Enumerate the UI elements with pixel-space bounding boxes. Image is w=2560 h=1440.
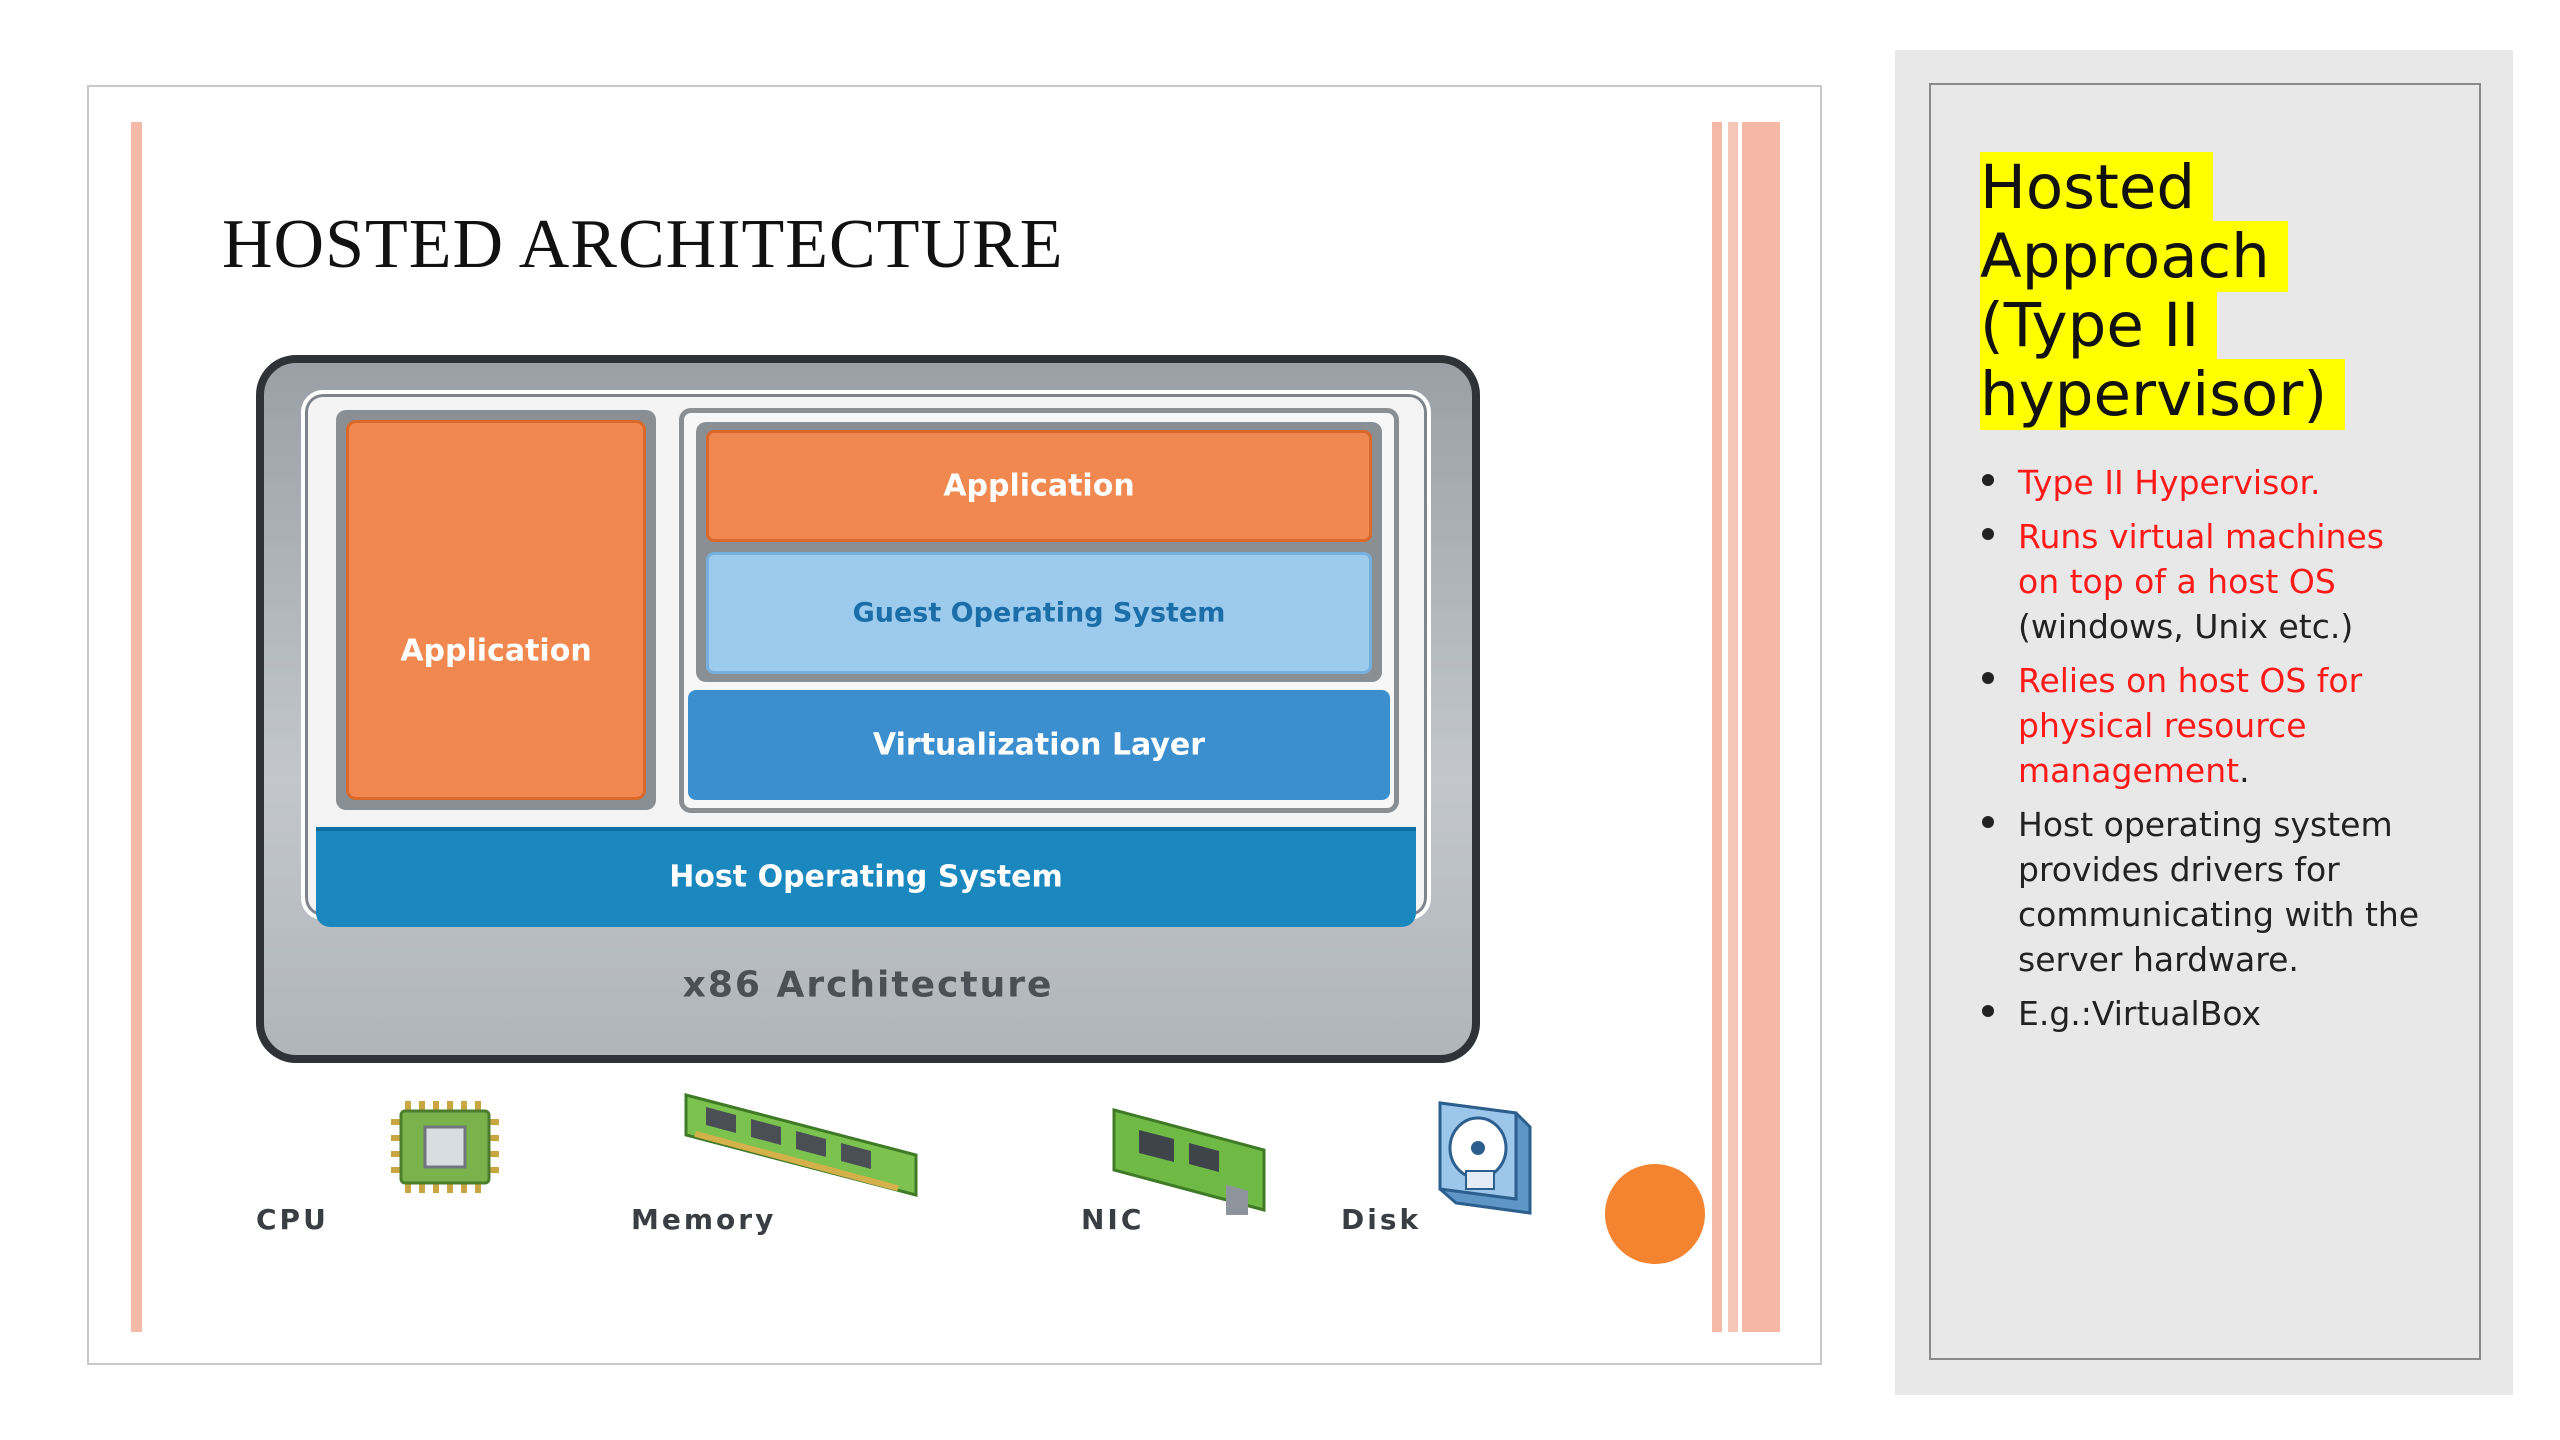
bullet-item: Host operating system provides drivers f… <box>1980 802 2420 982</box>
native-application-label: Application <box>400 633 592 669</box>
bullet-item: E.g.:VirtualBox <box>1980 991 2420 1036</box>
bullet-text-red: Runs virtual machines on top of a host O… <box>2018 517 2384 601</box>
host-os-block <box>316 827 1416 927</box>
guest-os-block <box>706 552 1372 674</box>
guest-application-label: Application <box>943 468 1135 504</box>
accent-circle <box>1605 1164 1705 1264</box>
bullet-text: (windows, Unix etc.) <box>2018 607 2354 646</box>
native-application-block <box>346 420 646 800</box>
right-accent-stripe <box>1728 122 1738 1332</box>
left-accent-stripe <box>131 122 142 1332</box>
heading-line: Approach <box>1980 221 2288 292</box>
right-accent-stripe <box>1742 122 1780 1332</box>
bullet-text: Host operating system provides drivers f… <box>2018 805 2420 979</box>
memory-icon <box>684 1093 918 1197</box>
heading-line: (Type II <box>1980 290 2218 361</box>
hosted-architecture-diagram: Application Application Guest Operating … <box>256 355 1532 1236</box>
slide-title: HOSTED ARCHITECTURE <box>222 206 1064 283</box>
bullet-text-red: Relies on host OS for physical resource … <box>2018 661 2363 790</box>
cpu-label: CPU <box>256 1203 329 1236</box>
nic-label: NIC <box>1081 1203 1145 1236</box>
disk-label: Disk <box>1341 1203 1422 1236</box>
bullet-text-red: Type II Hypervisor. <box>2018 463 2321 502</box>
notes-border <box>1929 83 2481 1360</box>
memory-label: Memory <box>631 1203 777 1236</box>
right-accent-stripe <box>1712 122 1722 1332</box>
bullet-item: Type II Hypervisor. <box>1980 460 2420 505</box>
bullet-text: E.g.:VirtualBox <box>2018 994 2262 1033</box>
guest-application-block <box>706 430 1372 542</box>
bullet-item: Relies on host OS for physical resource … <box>1980 658 2420 793</box>
slide-panel: HOSTED ARCHITECTURE Application Applicat… <box>87 85 1822 1365</box>
heading-line: Hosted <box>1980 152 2214 223</box>
nic-icon <box>1112 1108 1266 1215</box>
cpu-icon <box>391 1101 499 1193</box>
notes-bullet-list: Type II Hypervisor. Runs virtual machine… <box>1980 460 2420 1045</box>
bullet-text: . <box>2239 751 2250 790</box>
bullet-item: Runs virtual machines on top of a host O… <box>1980 514 2420 649</box>
virtualization-layer-label: Virtualization Layer <box>872 727 1206 763</box>
virtualization-layer-block <box>688 690 1390 800</box>
notes-heading: Hosted Approach (Type II hypervisor) <box>1980 152 2420 430</box>
x86-architecture-label: x86 Architecture <box>682 964 1054 1006</box>
heading-line: hypervisor) <box>1980 359 2346 430</box>
disk-icon <box>1438 1101 1532 1215</box>
host-os-label: Host Operating System <box>669 859 1063 895</box>
guest-os-label: Guest Operating System <box>852 597 1226 629</box>
